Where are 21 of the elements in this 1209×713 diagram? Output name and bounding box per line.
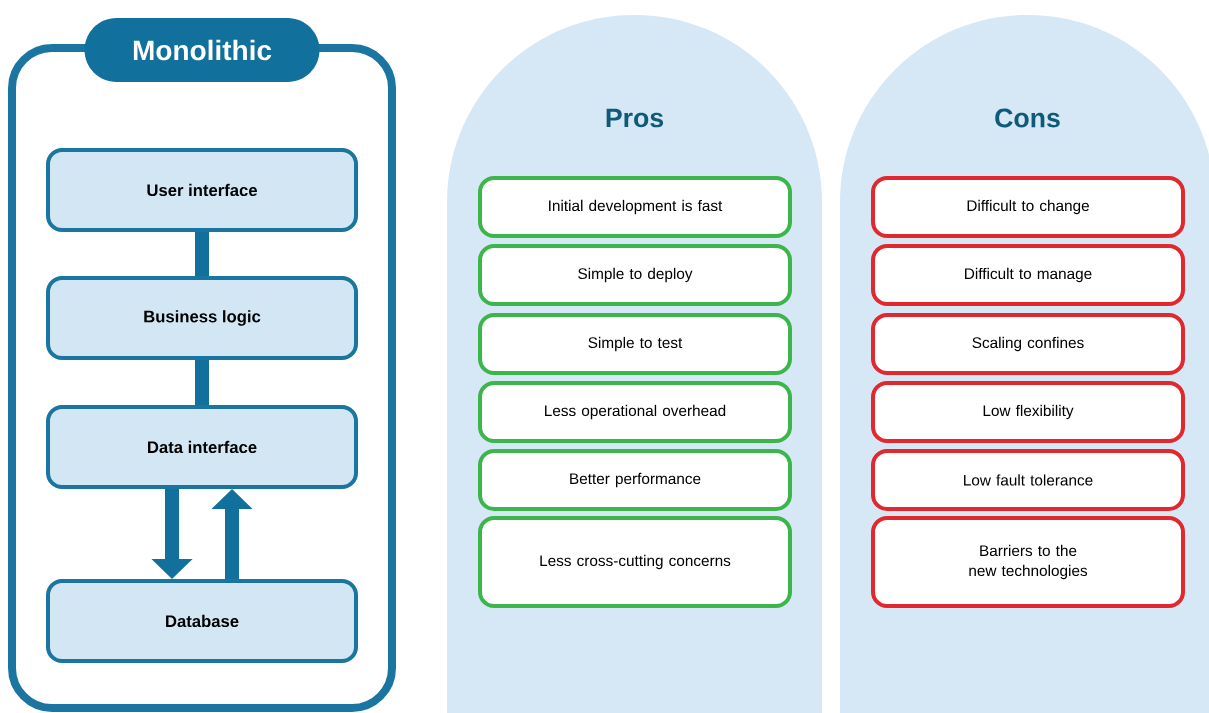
- con-box: Difficult to change: [871, 176, 1185, 238]
- pro-box: Simple to deploy: [478, 244, 792, 306]
- con-box: Low fault tolerance: [871, 449, 1185, 511]
- connector-bar: [195, 232, 209, 276]
- con-box: Scaling confines: [871, 313, 1185, 375]
- title-pill: Monolithic: [84, 18, 320, 82]
- pro-box: Initial development is fast: [478, 176, 792, 238]
- con-box: Difficult to manage: [871, 244, 1185, 306]
- con-box: Barriers to the new technologies: [871, 516, 1185, 608]
- layer-box: Data interface: [46, 405, 358, 489]
- pro-box: Less operational overhead: [478, 381, 792, 443]
- column-heading: Pros: [606, 108, 664, 128]
- con-box: Low flexibility: [871, 381, 1185, 443]
- pro-box: Less cross-cutting concerns: [478, 516, 792, 608]
- pro-box: Simple to test: [478, 313, 792, 375]
- layer-box: Database: [46, 579, 358, 663]
- pro-box: Better performance: [478, 449, 792, 511]
- column-heading: Cons: [995, 108, 1060, 128]
- layer-box: User interface: [46, 148, 358, 232]
- layer-box: Business logic: [46, 276, 358, 360]
- connector-bar: [195, 360, 209, 405]
